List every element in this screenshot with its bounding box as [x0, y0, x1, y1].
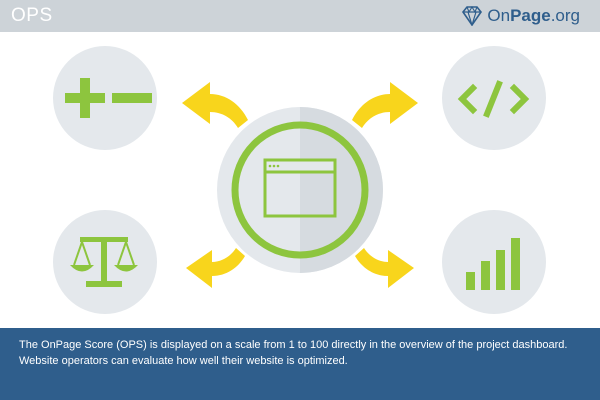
brand-name-tld: .org: [550, 6, 580, 25]
brand-name-page: Page: [510, 6, 551, 25]
ops-diagram: [53, 46, 546, 314]
arrow-top-right: [352, 82, 418, 128]
brand-name-on: On: [487, 6, 511, 25]
bar-chart-icon: [466, 238, 520, 290]
arrow-bottom-right: [355, 248, 414, 288]
plus-minus-icon: [65, 78, 152, 118]
center-node: [217, 107, 383, 273]
balance-scale-icon: [70, 237, 138, 287]
plus-minus-node: [53, 46, 157, 150]
header-bar: OPS OnPage.org: [0, 0, 600, 32]
diamond-icon: [462, 6, 483, 26]
brand-logo: OnPage.org: [461, 5, 580, 27]
diagram-area: [0, 32, 600, 328]
page-title: OPS: [11, 5, 53, 26]
code-node: [442, 46, 546, 150]
arrow-bottom-left: [186, 248, 245, 288]
arrow-top-left: [182, 82, 248, 128]
caption-text: The OnPage Score (OPS) is displayed on a…: [19, 339, 568, 367]
brand-name: OnPage.org: [487, 6, 580, 26]
bar-chart-node: [442, 210, 546, 314]
browser-window-icon: [263, 158, 337, 218]
caption-panel: The OnPage Score (OPS) is displayed on a…: [0, 328, 600, 400]
balance-scale-node: [53, 210, 157, 314]
code-icon: [457, 80, 530, 118]
